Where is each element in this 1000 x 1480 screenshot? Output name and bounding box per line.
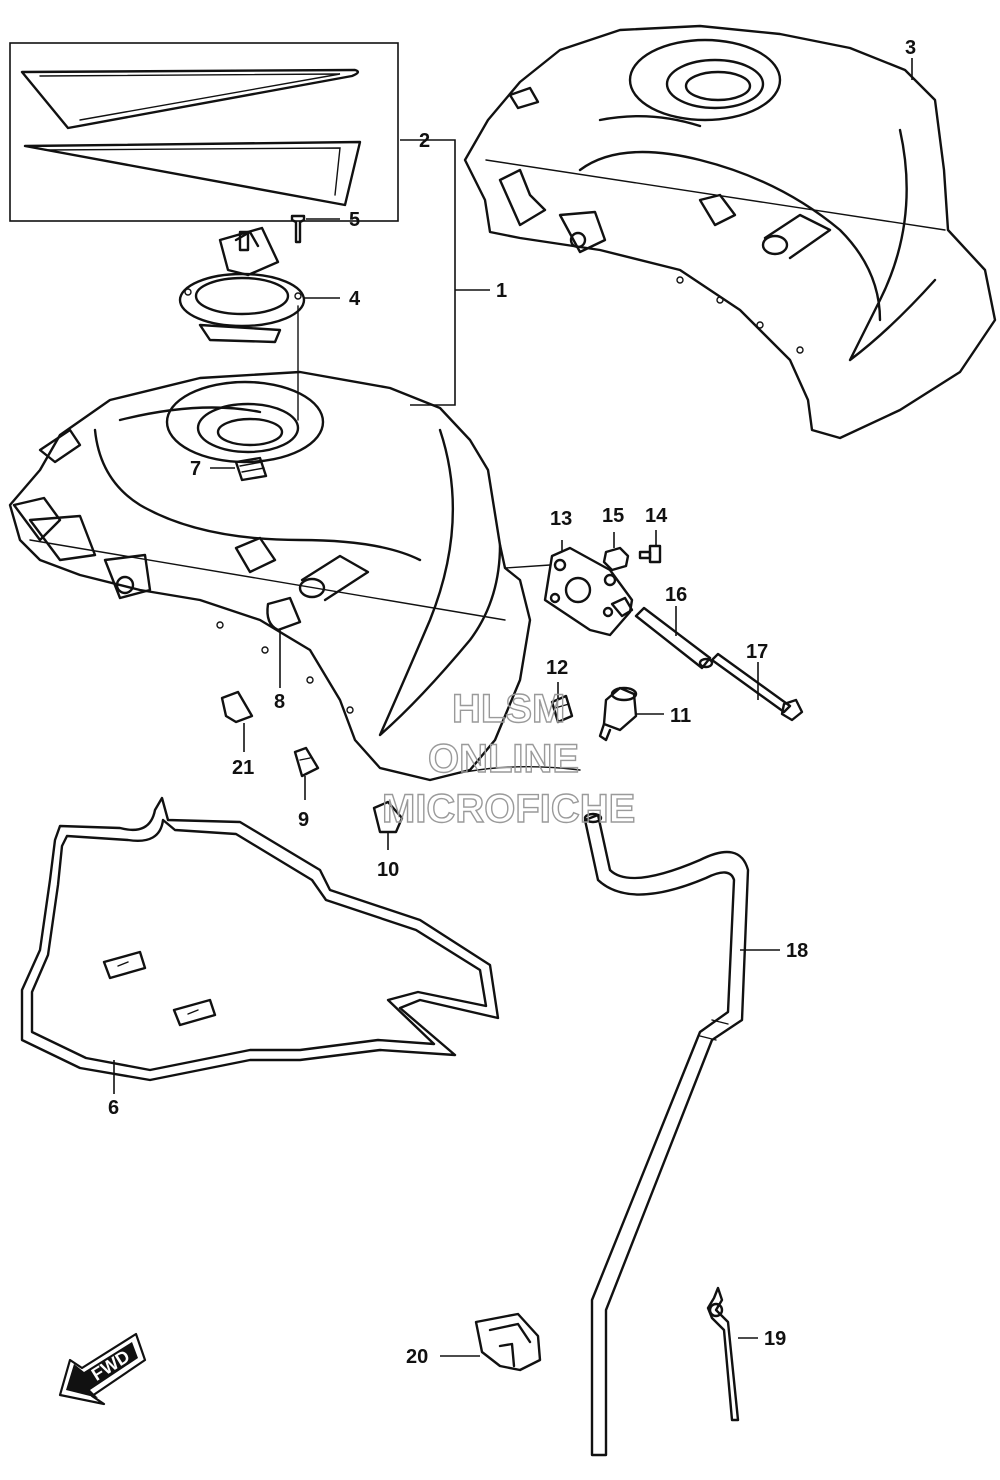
callout-6: 6 (108, 1097, 119, 1119)
watermark: HLSM ONLINE MICROFICHE (381, 686, 636, 831)
small-pad (210, 456, 268, 482)
callout-20: 20 (406, 1346, 428, 1368)
callout-18: 18 (786, 940, 808, 962)
callout-16: 16 (665, 584, 687, 606)
clip (293, 746, 320, 800)
callout-7: 7 (190, 458, 201, 480)
callout-17: 17 (746, 641, 768, 663)
watermark-line1: HLSM (452, 687, 565, 731)
callout-15: 15 (602, 505, 624, 527)
fuel-tank-upper (463, 24, 997, 440)
watermark-line3: MICROFICHE (382, 787, 635, 831)
cable-tie (706, 1286, 758, 1422)
callout-11: 11 (670, 705, 691, 727)
callout-21: 21 (232, 757, 254, 779)
callout-4: 4 (349, 288, 361, 310)
fuel-cap-assembly (178, 226, 340, 421)
collar-sleeve (634, 606, 714, 670)
cushion-block (372, 800, 404, 850)
callout-5: 5 (349, 209, 360, 231)
fuel-tank-main (8, 370, 581, 782)
callout-12: 12 (546, 657, 568, 679)
watermark-line2: ONLINE (428, 737, 579, 781)
tape-set-box (9, 42, 399, 222)
callout-3: 3 (905, 37, 916, 59)
bolt-short (638, 530, 662, 564)
callout-8: 8 (274, 691, 285, 713)
assembly-bracket (400, 139, 490, 406)
breather-hose (583, 812, 780, 1457)
long-bolt (710, 652, 804, 722)
forward-arrow-icon: FWD (58, 1332, 147, 1406)
cushion (266, 596, 302, 688)
hose-clamp (440, 1312, 542, 1372)
fuel-level-sensor (598, 686, 664, 742)
callout-13: 13 (550, 508, 572, 530)
cap-screw (290, 214, 340, 244)
sponge-pad (220, 690, 254, 752)
callout-1: 1 (496, 280, 507, 302)
callout-19: 19 (764, 1328, 786, 1350)
callout-9: 9 (298, 809, 309, 831)
callout-14: 14 (645, 505, 668, 527)
callout-2: 2 (419, 130, 430, 152)
tank-cover-shield (20, 796, 500, 1094)
tank-bracket (543, 540, 634, 637)
pad (550, 682, 574, 724)
callouts: 3 2 5 1 4 7 13 15 14 16 17 12 8 11 21 9 … (108, 37, 916, 1368)
nut (602, 532, 630, 572)
callout-10: 10 (377, 859, 399, 881)
